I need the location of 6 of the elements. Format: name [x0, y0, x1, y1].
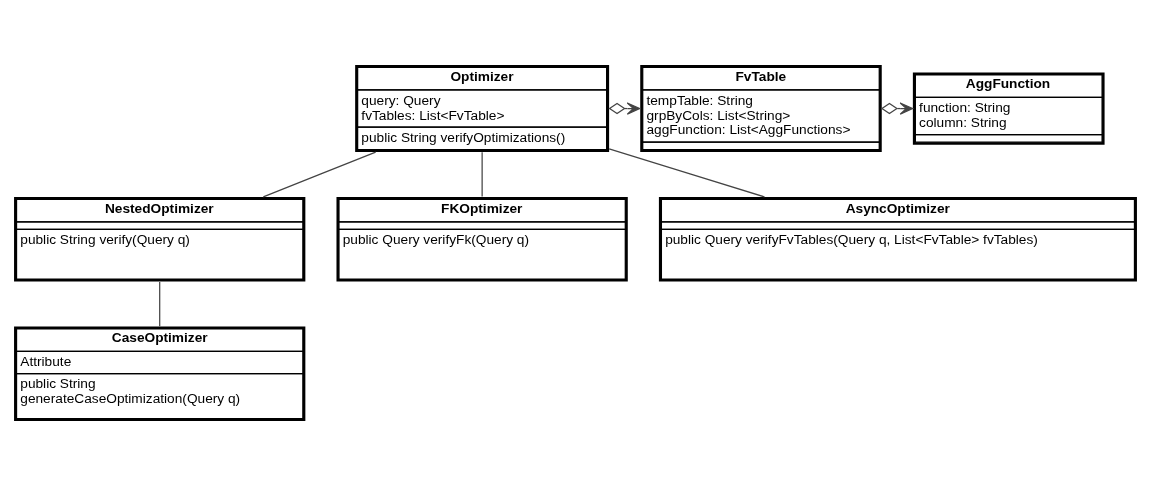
connector [481, 151, 483, 198]
connector [262, 151, 377, 198]
arrow [608, 102, 641, 115]
connector [608, 148, 766, 198]
connector [159, 281, 161, 327]
arrow [880, 102, 914, 115]
